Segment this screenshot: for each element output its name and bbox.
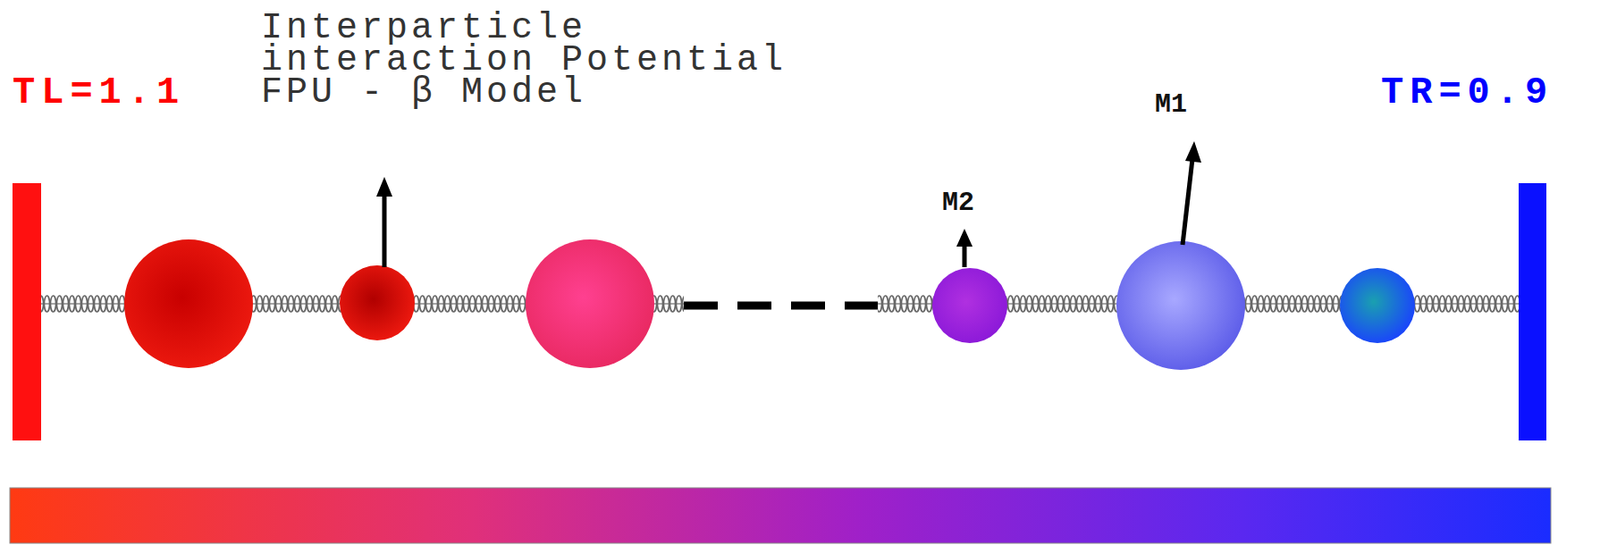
- mass-label: M1: [1154, 89, 1188, 120]
- temperature-label: TR=0.9: [1381, 71, 1554, 115]
- mass-label: M2: [942, 187, 975, 219]
- model-note: Interparticle interaction Potential FPU …: [261, 12, 834, 110]
- temperature-label: TL=1.1: [12, 71, 186, 115]
